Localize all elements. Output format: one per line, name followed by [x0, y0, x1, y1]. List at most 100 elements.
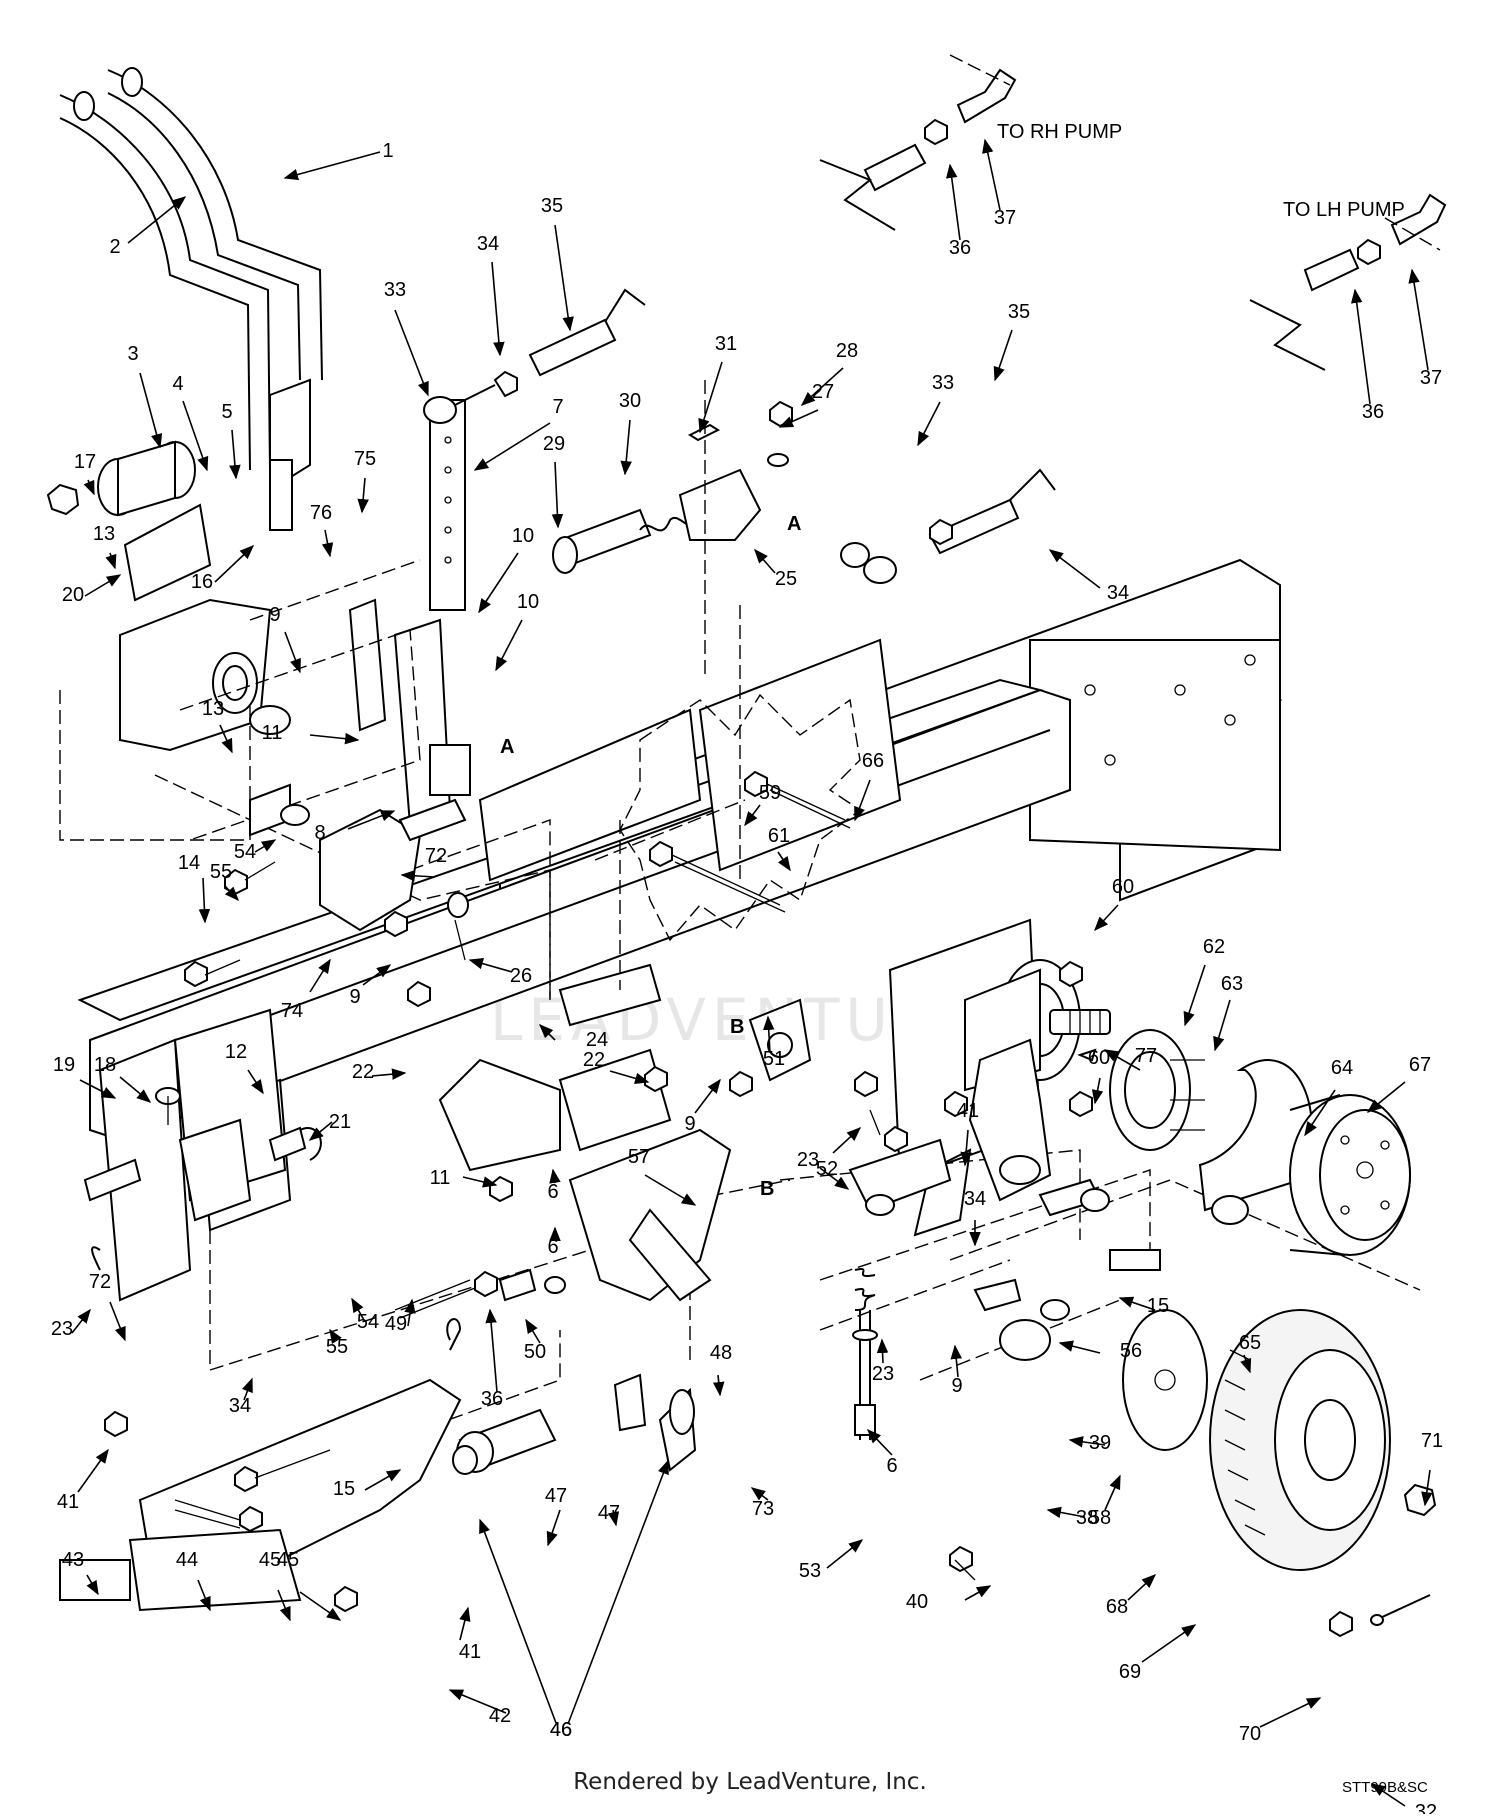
callout-13: 13 [93, 523, 115, 545]
callout-41: 41 [957, 1100, 979, 1122]
callout-22: 22 [583, 1049, 605, 1071]
leader-line-27 [778, 409, 819, 428]
leader-line-56 [1058, 1340, 1101, 1354]
callout-7: 7 [552, 396, 563, 418]
callout-62: 62 [1203, 936, 1225, 958]
callout-6: 6 [547, 1181, 558, 1203]
callout-55: 55 [210, 861, 232, 883]
leader-line-41 [459, 1606, 471, 1641]
leader-line-70 [1259, 1697, 1322, 1728]
leader-line-41 [960, 1129, 972, 1167]
pump-link-details [819, 54, 1447, 371]
callout-12: 12 [225, 1041, 247, 1063]
leader-line-10 [495, 619, 523, 672]
leader-line-60 [1094, 904, 1119, 932]
callout-15: 15 [333, 1478, 355, 1500]
letter-b-upper: B [730, 1016, 744, 1038]
callout-51: 51 [763, 1048, 785, 1070]
leader-line-36 [485, 1308, 498, 1393]
leader-line-71 [1421, 1469, 1433, 1507]
callout-29: 29 [543, 433, 565, 455]
callout-9: 9 [684, 1113, 695, 1135]
callout-15: 15 [1147, 1295, 1169, 1317]
leader-line-72 [400, 870, 436, 882]
callout-48: 48 [710, 1342, 732, 1364]
leader-line-55 [224, 885, 239, 902]
leader-line-46 [479, 1518, 557, 1724]
spring-assembly [552, 400, 793, 574]
leader-line-55 [329, 1328, 342, 1345]
leader-line-5 [229, 429, 241, 480]
callout-1: 1 [382, 140, 393, 162]
leader-lines [71, 138, 1433, 1807]
callout-10: 10 [512, 525, 534, 547]
leader-line-58 [1104, 1474, 1121, 1511]
callout-6: 6 [886, 1455, 897, 1477]
callout-43: 43 [62, 1549, 84, 1571]
leader-line-18 [119, 1076, 152, 1103]
callout-31: 31 [715, 333, 737, 355]
callout-41: 41 [459, 1641, 481, 1663]
leader-line-8 [347, 810, 396, 830]
callout-34: 34 [229, 1395, 251, 1417]
brake-linkage [848, 1038, 1161, 1440]
callout-33: 33 [384, 279, 406, 301]
callout-73: 73 [752, 1498, 774, 1520]
leader-line-11 [309, 732, 360, 745]
wheel-hub-drum [1109, 1029, 1411, 1256]
callout-32: 32 [1415, 1801, 1437, 1814]
foot-pedal [59, 1318, 697, 1613]
callout-37: 37 [1420, 367, 1442, 389]
callout-71: 71 [1421, 1430, 1443, 1452]
leader-line-17 [83, 479, 95, 496]
callout-55: 55 [326, 1336, 348, 1358]
callout-45: 45 [259, 1549, 281, 1571]
callout-9: 9 [951, 1375, 962, 1397]
callout-68: 68 [1106, 1596, 1128, 1618]
callout-3: 3 [127, 343, 138, 365]
leader-line-52 [832, 1127, 862, 1154]
callout-49: 49 [385, 1313, 407, 1335]
leader-line-39 [1068, 1436, 1106, 1448]
callout-75: 75 [354, 448, 376, 470]
callout-39: 39 [1089, 1432, 1111, 1454]
callout-27: 27 [812, 381, 834, 403]
leader-line-23 [71, 1308, 91, 1334]
leader-line-43 [86, 1574, 99, 1596]
leader-line-22 [371, 1068, 407, 1080]
callout-64: 64 [1331, 1057, 1353, 1079]
letter-b-lower: B [760, 1178, 774, 1200]
leader-line-59 [744, 804, 761, 827]
callout-53: 53 [799, 1560, 821, 1582]
leader-line-7 [473, 422, 551, 471]
leader-line-24 [538, 1023, 556, 1041]
leader-line-40 [964, 1585, 992, 1601]
letter-a-upper: A [787, 513, 801, 535]
leader-line-50 [525, 1318, 541, 1344]
callout-36: 36 [949, 237, 971, 259]
callout-67: 67 [1409, 1054, 1431, 1076]
leader-line-4 [182, 400, 209, 472]
leader-line-6 [549, 1168, 561, 1184]
leader-line-75 [357, 477, 369, 514]
footer-credit: Rendered by LeadVenture, Inc. [573, 1769, 927, 1795]
leader-line-77 [1103, 1049, 1141, 1071]
callout-47: 47 [598, 1502, 620, 1524]
leader-line-60 [1091, 1077, 1104, 1105]
callout-41: 41 [57, 1491, 79, 1513]
leader-line-33 [394, 309, 429, 397]
leader-line-65 [1240, 1354, 1252, 1374]
leader-line-67 [1366, 1081, 1406, 1113]
leader-line-15 [1118, 1296, 1156, 1311]
callout-34: 34 [1107, 582, 1129, 604]
leader-line-47 [607, 1509, 620, 1527]
callout-61: 61 [768, 825, 790, 847]
leader-line-6 [867, 1428, 893, 1456]
callout-23: 23 [51, 1318, 73, 1340]
callout-9: 9 [349, 986, 360, 1008]
leader-line-66 [854, 779, 871, 822]
leader-line-46 [567, 1459, 669, 1725]
callout-18: 18 [94, 1054, 116, 1076]
callout-42: 42 [489, 1705, 511, 1727]
